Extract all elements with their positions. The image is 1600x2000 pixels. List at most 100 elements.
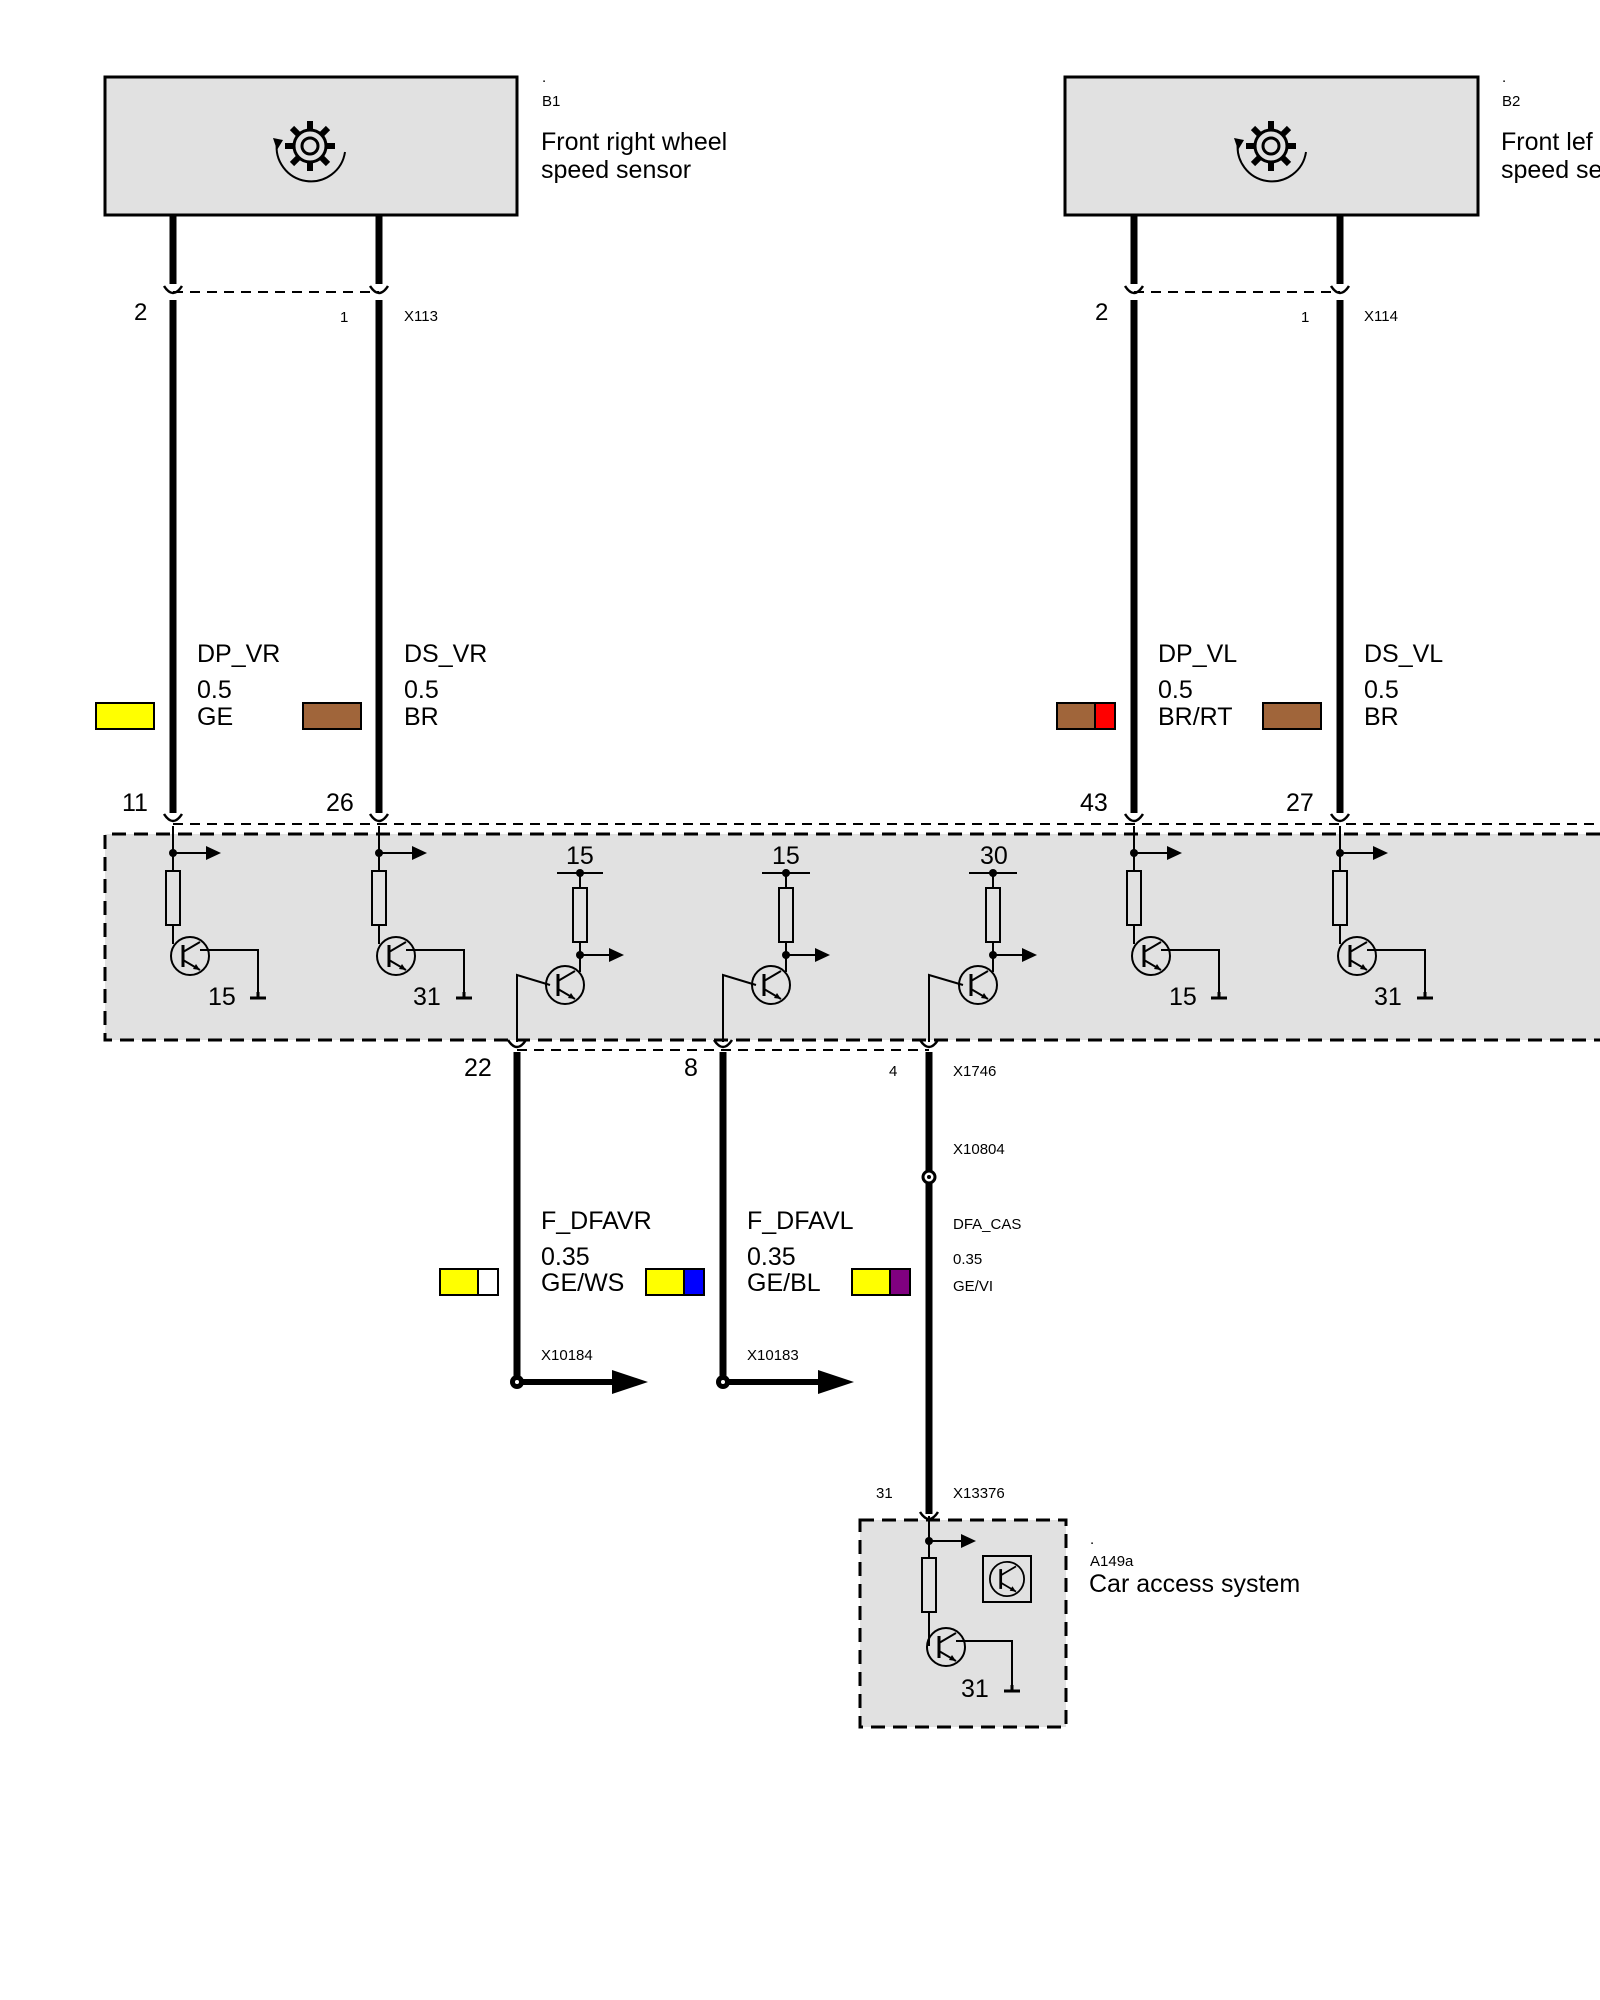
upper-wires (169, 215, 1344, 813)
x10184-continuation-arrow: X10184 (510, 1347, 648, 1394)
wire-signal: DFA_CAS (953, 1216, 1021, 1233)
wire-color-swatch (851, 1268, 891, 1296)
x113-id: X113 (404, 308, 438, 325)
b1-name-line1: Front right wheel (541, 128, 727, 156)
wire-color-code: BR (404, 703, 439, 731)
x114-pin-2: 2 (1095, 299, 1108, 326)
wire-signal: DP_VR (197, 640, 280, 668)
wire-label-f-dfavl: F_DFAVL 0.35 GE/BL (645, 1207, 854, 1297)
wire-color-code: BR (1364, 703, 1399, 731)
input-stage-4: 31 (1332, 826, 1435, 1011)
wire-color-code: GE/VI (953, 1278, 993, 1295)
a149a-module-box (858, 1518, 1068, 1729)
ground-label: 15 (208, 983, 236, 1011)
a149a-name: Car access system (1089, 1570, 1300, 1598)
x1746-id: X1746 (953, 1063, 996, 1080)
ground-label: 31 (961, 1675, 989, 1703)
wire-color-code: GE/WS (541, 1269, 624, 1297)
wire-stripe-swatch (889, 1268, 911, 1296)
wire-color-code: BR/RT (1158, 703, 1233, 731)
b2-sensor: . B2 Front lef speed se (1063, 69, 1600, 217)
module-pin-4: 4 (889, 1063, 897, 1080)
module-pin-27: 27 (1286, 789, 1314, 817)
b1-id: B1 (542, 93, 560, 110)
wire-signal: DP_VL (1158, 640, 1237, 668)
module-top-cups (162, 813, 1351, 823)
output-stage-3: 30 (928, 842, 1037, 1042)
input-stage-3: 15 (1126, 826, 1229, 1011)
wire-color-code: GE (197, 703, 233, 731)
b1-sensor: . B1 Front right wheel speed sensor (103, 69, 727, 217)
b2-sensor-box (1063, 75, 1480, 217)
x10184-id: X10184 (541, 1347, 593, 1364)
control-module-box (103, 832, 1600, 1042)
module-pin-22: 22 (464, 1054, 492, 1082)
module-pin-43: 43 (1080, 789, 1108, 817)
wire-stripe-swatch (477, 1268, 499, 1296)
wire-signal: DS_VR (404, 640, 487, 668)
connector-cups (162, 285, 1351, 295)
a149a-dot: . (1090, 1531, 1094, 1548)
wire-color-swatch (439, 1268, 479, 1296)
wire-signal: F_DFAVR (541, 1207, 652, 1235)
wire-label-dp-vl: DP_VL 0.5 BR/RT (1056, 640, 1237, 731)
wire-label-ds-vl: DS_VL 0.5 BR (1262, 640, 1443, 731)
b2-dot: . (1502, 69, 1506, 86)
wire-size: 0.35 (747, 1243, 796, 1271)
wire-signal: DS_VL (1364, 640, 1443, 668)
wire-size: 0.5 (404, 676, 439, 704)
x10183-id: X10183 (747, 1347, 799, 1364)
ground-label: 31 (1374, 983, 1402, 1011)
module-bottom-cups (506, 1039, 940, 1049)
b1-dot: . (542, 69, 546, 86)
supply-label: 30 (980, 842, 1008, 870)
b2-name-line2: speed se (1501, 156, 1600, 184)
x10804-id: X10804 (953, 1141, 1005, 1158)
wire-signal: F_DFAVL (747, 1207, 854, 1235)
x114-pin-1: 1 (1301, 309, 1309, 326)
module-transistor-icon (982, 1555, 1032, 1603)
x114-id: X114 (1364, 308, 1398, 325)
wire-color-code: GE/BL (747, 1269, 821, 1297)
supply-label: 15 (772, 842, 800, 870)
wire-color-swatch (1262, 702, 1322, 730)
b1-name-line2: speed sensor (541, 156, 691, 184)
x113-pin-1: 1 (340, 309, 348, 326)
module-pin-11: 11 (122, 789, 148, 817)
output-stage-2: 15 (722, 842, 830, 1042)
lower-wires (513, 1052, 933, 1514)
b2-name-line1: Front lef (1501, 128, 1593, 156)
x13376-pin: 31 (876, 1485, 893, 1502)
wire-size: 0.35 (953, 1251, 982, 1268)
wire-label-ds-vr: DS_VR 0.5 BR (302, 640, 487, 731)
x113-pin-2: 2 (134, 299, 147, 326)
wire-label-dp-vr: DP_VR 0.5 GE (95, 640, 280, 731)
ground-label: 15 (1169, 983, 1197, 1011)
ground-label: 31 (413, 983, 441, 1011)
a149a-id: A149a (1090, 1553, 1134, 1570)
car-access-system: 31 X13376 31 . A149a Car access system (858, 1485, 1300, 1729)
wire-size: 0.5 (1364, 676, 1399, 704)
wire-stripe-swatch (1094, 702, 1116, 730)
wire-size: 0.5 (1158, 676, 1193, 704)
wire-color-swatch (302, 702, 362, 730)
b1-sensor-box (103, 75, 519, 217)
wire-color-swatch (1056, 702, 1096, 730)
x10183-continuation-arrow: X10183 (716, 1347, 854, 1394)
wire-color-swatch (95, 702, 155, 730)
wire-color-swatch (645, 1268, 685, 1296)
x13376-id: X13376 (953, 1485, 1005, 1502)
wire-label-f-dfavr: F_DFAVR 0.35 GE/WS (439, 1207, 652, 1297)
output-stage-1: 15 (516, 842, 624, 1042)
module-pin-8: 8 (684, 1054, 698, 1082)
wire-label-dfa-cas: DFA_CAS 0.35 GE/VI (851, 1216, 1021, 1296)
module-pin-26: 26 (326, 789, 354, 817)
input-stage-2: 31 (371, 826, 474, 1011)
supply-label: 15 (566, 842, 594, 870)
wire-stripe-swatch (683, 1268, 705, 1296)
b2-id: B2 (1502, 93, 1520, 110)
input-stage-1: 15 (165, 826, 268, 1011)
wire-size: 0.5 (197, 676, 232, 704)
wire-size: 0.35 (541, 1243, 590, 1271)
